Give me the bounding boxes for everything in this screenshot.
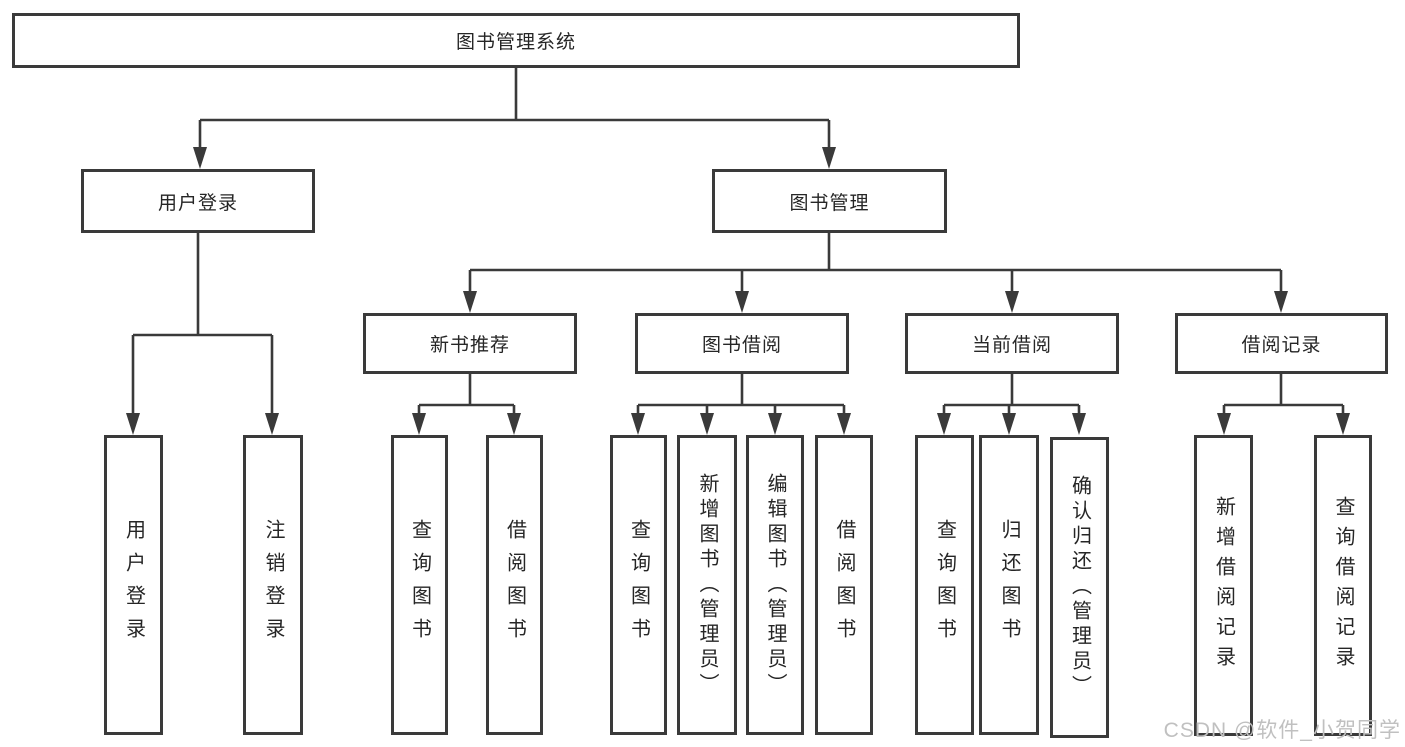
node-label: 查询图书 — [408, 519, 431, 651]
node-label: 新增图书（管理员） — [696, 472, 718, 698]
leaf-confirm-return-admin: 确认归还（管理员） — [1050, 437, 1109, 738]
leaf-borrow-books-2: 借阅图书 — [815, 435, 873, 735]
leaf-query-books-3: 查询图书 — [915, 435, 974, 735]
node-label: 借阅图书 — [833, 519, 855, 651]
node-label: 查询图书 — [627, 519, 650, 651]
node-current-borrowing: 当前借阅 — [905, 313, 1119, 374]
node-user-login: 用户登录 — [81, 169, 315, 233]
leaf-return-books: 归还图书 — [979, 435, 1039, 735]
leaf-edit-books-admin: 编辑图书（管理员） — [746, 435, 804, 735]
node-label: 查询图书 — [933, 519, 956, 651]
node-label: 用户登录 — [157, 192, 238, 214]
node-label: 新增借阅记录 — [1212, 495, 1235, 676]
leaf-query-borrow-record: 查询借阅记录 — [1314, 435, 1372, 736]
node-book-management: 图书管理 — [712, 169, 947, 233]
node-library-management-system: 图书管理系统 — [12, 13, 1020, 68]
node-label: 图书管理 — [789, 192, 870, 214]
node-label: 新书推荐 — [429, 335, 510, 356]
leaf-add-books-admin: 新增图书（管理员） — [677, 435, 737, 735]
leaf-query-books-1: 查询图书 — [391, 435, 448, 735]
node-label: 注销登录 — [262, 519, 284, 651]
node-borrowing-records: 借阅记录 — [1175, 313, 1388, 374]
csdn-watermark: CSDN @软件_小贺同学 — [1163, 719, 1401, 742]
leaf-add-borrow-record: 新增借阅记录 — [1194, 435, 1253, 736]
node-label: 当前借阅 — [971, 335, 1052, 356]
node-label: 查询借阅记录 — [1332, 495, 1354, 676]
node-label: 编辑图书（管理员） — [764, 472, 786, 698]
node-new-book-recommend: 新书推荐 — [363, 313, 577, 374]
node-label: 确认归还（管理员） — [1068, 475, 1091, 700]
leaf-user-login: 用户登录 — [104, 435, 163, 735]
node-label: 归还图书 — [998, 519, 1020, 651]
node-label: 用户登录 — [122, 519, 145, 651]
node-label: 图书借阅 — [701, 335, 782, 356]
node-book-borrowing: 图书借阅 — [635, 313, 849, 374]
node-label: 借阅图书 — [503, 519, 526, 651]
node-label: 借阅记录 — [1241, 335, 1322, 356]
node-label: 图书管理系统 — [455, 32, 576, 53]
leaf-borrow-books-1: 借阅图书 — [486, 435, 543, 735]
leaf-logout: 注销登录 — [243, 435, 303, 735]
leaf-query-books-2: 查询图书 — [610, 435, 667, 735]
